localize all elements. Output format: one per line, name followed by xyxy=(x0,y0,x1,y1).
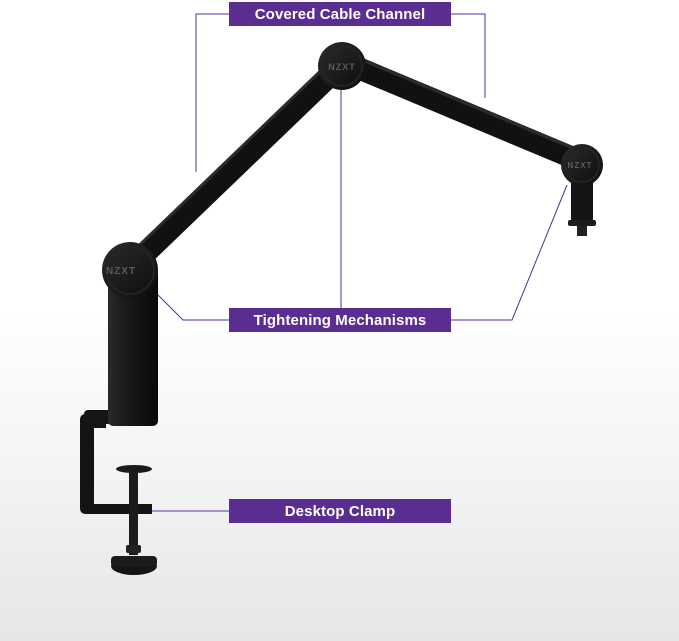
clamp-frame xyxy=(80,414,152,514)
nzxt-logo-tip: NZXT xyxy=(568,161,593,170)
joint-base-ring xyxy=(105,245,155,295)
nzxt-logo-base: NZXT xyxy=(106,266,136,277)
nzxt-logo-elbow: NZXT xyxy=(328,62,356,72)
lower-arm-highlight xyxy=(122,56,336,262)
joint-base-disc xyxy=(102,242,158,298)
leader-tight-left xyxy=(149,286,229,321)
joint-elbow: NZXT xyxy=(318,42,366,90)
upper-arm xyxy=(333,51,589,171)
clamp-screw-rod xyxy=(129,471,138,555)
mount-thread-screw xyxy=(577,226,587,236)
lower-arm xyxy=(119,55,351,279)
leader-cable-right xyxy=(451,13,486,98)
base-post xyxy=(108,268,158,426)
joint-tip-ring xyxy=(564,147,600,183)
callout-tightening-mechanisms: Tightening Mechanisms xyxy=(229,308,451,332)
callout-desktop-clamp: Desktop Clamp xyxy=(229,499,451,523)
leader-lines xyxy=(149,13,568,512)
joint-elbow-ring xyxy=(321,45,363,87)
joint-tip-disc xyxy=(561,144,603,186)
clamp-pressure-plate xyxy=(116,465,152,473)
callout-covered-cable-channel: Covered Cable Channel xyxy=(229,2,451,26)
desktop-clamp xyxy=(80,410,157,575)
joint-elbow-disc xyxy=(318,42,366,90)
mount-thread-collar xyxy=(568,220,596,226)
leader-cable-left xyxy=(195,13,229,172)
mount-stem xyxy=(571,180,593,222)
joint-base: NZXT xyxy=(102,242,158,298)
joint-tip: NZXT xyxy=(561,144,603,186)
leader-tight-right xyxy=(451,184,568,321)
clamp-knob-body xyxy=(111,556,157,567)
mic-mount xyxy=(568,180,596,236)
clamp-screw-collar xyxy=(126,545,141,553)
upper-arm-highlight xyxy=(346,52,582,153)
